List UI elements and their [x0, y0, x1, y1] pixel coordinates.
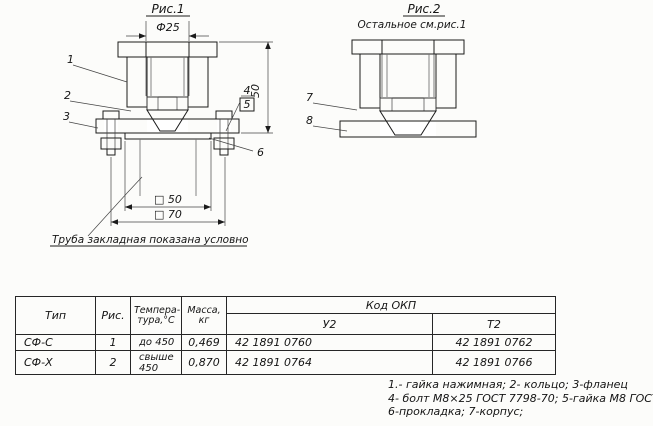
callout-4: 4: [244, 84, 251, 97]
cell-okp-u2: 42 1891 0764: [226, 350, 433, 375]
callout-3-leader: [68, 121, 99, 129]
fig1-dim-phi25-label: Ф25: [156, 21, 179, 34]
cell-temp: до 450: [130, 334, 182, 351]
fig2: Рис.2 Остальное см.рис.1 7: [306, 2, 477, 138]
table-row: СФ-Х 2 свыше 450 0,870 42 1891 0764 42 1…: [15, 350, 557, 375]
callout-5-box: [239, 97, 255, 112]
fig1-note: Труба закладная показана условно: [52, 234, 249, 246]
fig1-dim-sq50: □ 50: [124, 141, 212, 211]
callout-7-leader: [312, 102, 358, 111]
technical-drawing: Рис.1 Ф25: [50, 2, 477, 247]
callout-6-leader: [208, 137, 254, 152]
fig1-gasket-section: [124, 132, 212, 140]
fig1-dim-height50: 50: [219, 41, 273, 134]
col-header-temp: Темпера- тура,°С: [130, 296, 182, 335]
col-header-type: Тип: [15, 296, 96, 335]
cell-okp-u2: 42 1891 0760: [226, 334, 433, 351]
col-header-fig: Рис.: [95, 296, 131, 335]
callout-3: 3: [63, 110, 70, 123]
cell-okp-t2: 42 1891 0766: [431, 350, 557, 375]
legend-line-3: 6-прокладка; 7-корпус;: [388, 405, 524, 418]
cell-type: СФ-Х: [15, 350, 96, 375]
fig2-body-section: [351, 39, 465, 109]
fig1: Рис.1 Ф25: [50, 2, 273, 247]
callout-8: 8: [306, 114, 313, 127]
cell-okp-t2: 42 1891 0762: [431, 334, 557, 351]
callout-8-leader: [312, 125, 348, 132]
fig1-dim-height50-label: 50: [249, 84, 262, 98]
fig1-bolt-left: [100, 110, 122, 156]
fig1-bolt-right: [213, 110, 235, 156]
fig1-flange-section: [95, 118, 240, 134]
cell-mass: 0,469: [181, 334, 227, 351]
fig1-title: Рис.1: [151, 2, 184, 16]
legend-line-2: 4- болт М8×25 ГОСТ 7798-70; 5-гайка М8 Г…: [388, 391, 653, 405]
col-header-mass: Масса, кг: [181, 296, 227, 335]
fig2-funnel-section: [379, 110, 437, 136]
callout-2: 2: [64, 89, 71, 102]
fig1-dim-sq50-label: □ 50: [154, 193, 182, 206]
legend-line-1: 1.- гайка нажимная; 2- кольцо; 3-фланец: [388, 378, 628, 391]
parts-legend: 1.- гайка нажимная; 2- кольцо; 3-фланец …: [388, 378, 653, 419]
callout-2-leader: [69, 100, 132, 112]
fig1-ring-section: [146, 96, 189, 111]
cell-fig: 1: [95, 334, 131, 351]
cell-mass: 0,870: [181, 350, 227, 375]
fig1-note-leader: [87, 176, 143, 237]
fig1-dim-sq70-label: □ 70: [154, 208, 182, 221]
table-row: СФ-С 1 до 450 0,469 42 1891 0760 42 1891…: [15, 334, 557, 351]
fig1-dim-sq70: □ 70: [110, 157, 226, 226]
callout-5: 5: [244, 98, 251, 111]
col-header-u2: У2: [226, 313, 433, 335]
cell-temp: свыше 450: [130, 350, 182, 375]
cell-type: СФ-С: [15, 334, 96, 351]
fig1-embedded-pipe: [139, 139, 197, 196]
fig2-ring-section: [379, 97, 437, 112]
col-header-t2: Т2: [431, 313, 557, 335]
col-header-okp: Код ОКП: [225, 296, 557, 314]
spec-table: Тип Рис. Темпера- тура,°С Масса, кг Код …: [15, 296, 557, 375]
fig2-subtitle: Остальное см.рис.1: [358, 19, 467, 31]
callout-1-leader: [72, 64, 128, 83]
fig2-title: Рис.2: [407, 2, 440, 16]
callout-1: 1: [67, 53, 74, 66]
callout-45-leader: [225, 101, 241, 132]
callout-7: 7: [306, 91, 313, 104]
fig1-funnel-section: [146, 109, 189, 132]
fig1-dim-phi25-lines: [126, 21, 209, 41]
callout-6: 6: [257, 146, 264, 159]
cell-fig: 2: [95, 350, 131, 375]
